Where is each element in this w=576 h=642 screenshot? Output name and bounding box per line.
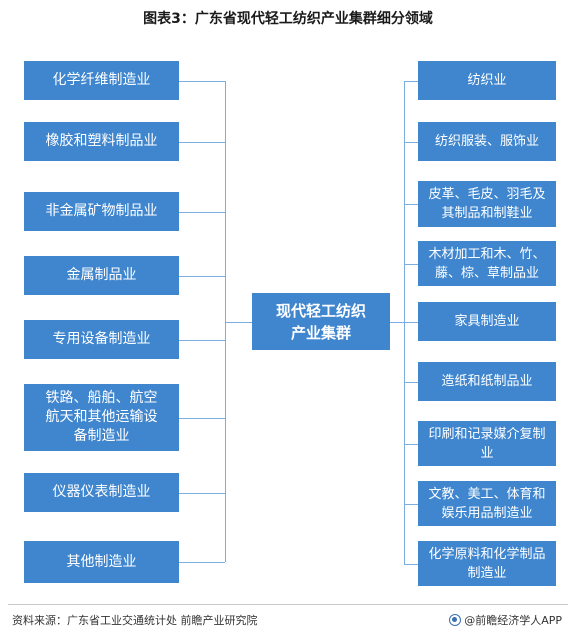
- right-category-box: 纺织业: [418, 61, 556, 100]
- left-branch-connector: [179, 492, 225, 494]
- left-category-label: 航天和其他运输设: [45, 409, 158, 425]
- left-category-label: 专用设备制造业: [52, 331, 151, 347]
- center-node-line2: 产业集群: [290, 323, 351, 342]
- page-title: 图表3：广东省现代轻工纺织产业集群细分领域: [143, 11, 433, 27]
- right-bus-line: [404, 80, 405, 564]
- left-category-box: 其他制造业: [24, 541, 179, 583]
- left-category-box: 专用设备制造业: [24, 320, 179, 359]
- right-category-label: 纺织业: [467, 73, 507, 88]
- right-category-label: 文教、美工、体育和: [428, 486, 546, 502]
- left-category-box: 铁路、船舶、航空航天和其他运输设备制造业: [24, 384, 179, 451]
- brand-credit: @前瞻经济学人APP: [449, 612, 562, 628]
- left-branch-connector: [179, 417, 225, 419]
- right-category-label: 娱乐用品制造业: [441, 505, 533, 521]
- right-branch-connector: [404, 381, 418, 383]
- left-trunk-connector: [225, 321, 252, 323]
- right-category-label: 家具制造业: [454, 314, 520, 329]
- right-branch-connector: [404, 443, 418, 445]
- right-category-label: 纺织服装、服饰业: [434, 134, 539, 149]
- right-category-label: 造纸和纸制品业: [441, 374, 533, 389]
- right-category-box: 纺织服装、服饰业: [418, 122, 556, 161]
- left-category-box: 金属制品业: [24, 256, 179, 295]
- right-category-label: 皮革、毛皮、羽毛及: [428, 187, 546, 202]
- right-branch-connector: [404, 141, 418, 143]
- footer-divider: [8, 604, 568, 605]
- right-category-label: 木材加工和木、竹、: [428, 246, 546, 262]
- right-category-label: 业: [480, 445, 494, 461]
- right-branch-connector: [404, 321, 418, 323]
- left-category-label: 橡胶和塑料制品业: [45, 133, 158, 149]
- center-node-line1: 现代轻工纺织: [275, 301, 366, 320]
- right-category-label: 藤、棕、草制品业: [434, 265, 539, 281]
- right-category-label: 化学原料和化学制品: [428, 546, 546, 562]
- right-category-box: 印刷和记录媒介复制业: [418, 421, 556, 466]
- source-note: 资料来源：广东省工业交通统计处 前瞻产业研究院: [12, 614, 258, 627]
- right-branch-connector: [404, 503, 418, 505]
- right-category-box: 化学原料和化学制品制造业: [418, 541, 556, 586]
- right-category-box: 文教、美工、体育和娱乐用品制造业: [418, 481, 556, 526]
- brand-text: @前瞻经济学人APP: [464, 614, 562, 627]
- left-category-label: 非金属矿物制品业: [45, 203, 158, 219]
- left-category-box: 仪器仪表制造业: [24, 473, 179, 512]
- left-branch-connector: [179, 339, 225, 341]
- left-branch-connector: [179, 141, 225, 143]
- right-trunk-connector: [390, 321, 404, 323]
- right-category-box: 家具制造业: [418, 302, 556, 341]
- left-branch-connector: [179, 275, 225, 277]
- left-category-box: 化学纤维制造业: [24, 61, 179, 100]
- left-category-box: 非金属矿物制品业: [24, 192, 179, 231]
- left-category-label: 备制造业: [73, 428, 130, 444]
- right-category-box: 木材加工和木、竹、藤、棕、草制品业: [418, 241, 556, 286]
- right-category-label: 其制品和制鞋业: [441, 206, 533, 221]
- right-category-label: 制造业: [467, 565, 507, 581]
- left-branch-connector: [179, 211, 225, 213]
- right-branch-connector: [404, 563, 418, 565]
- left-category-label: 化学纤维制造业: [52, 72, 151, 88]
- left-branch-connector: [179, 80, 225, 82]
- right-branch-connector: [404, 263, 418, 265]
- left-category-label: 仪器仪表制造业: [52, 484, 151, 500]
- right-branch-connector: [404, 204, 418, 205]
- right-category-box: 造纸和纸制品业: [418, 362, 556, 401]
- left-category-label: 铁路、船舶、航空: [45, 390, 158, 406]
- left-bus-line: [225, 80, 226, 562]
- left-category-label: 其他制造业: [66, 553, 137, 570]
- right-category-label: 印刷和记录媒介复制: [428, 426, 546, 442]
- left-branch-connector: [179, 562, 225, 563]
- brand-logo-icon: [449, 614, 462, 626]
- left-category-box: 橡胶和塑料制品业: [24, 122, 179, 161]
- center-node: 现代轻工纺织 产业集群: [252, 293, 390, 350]
- left-category-label: 金属制品业: [66, 267, 137, 283]
- right-branch-connector: [404, 80, 418, 82]
- right-category-box: 皮革、毛皮、羽毛及其制品和制鞋业: [418, 181, 556, 227]
